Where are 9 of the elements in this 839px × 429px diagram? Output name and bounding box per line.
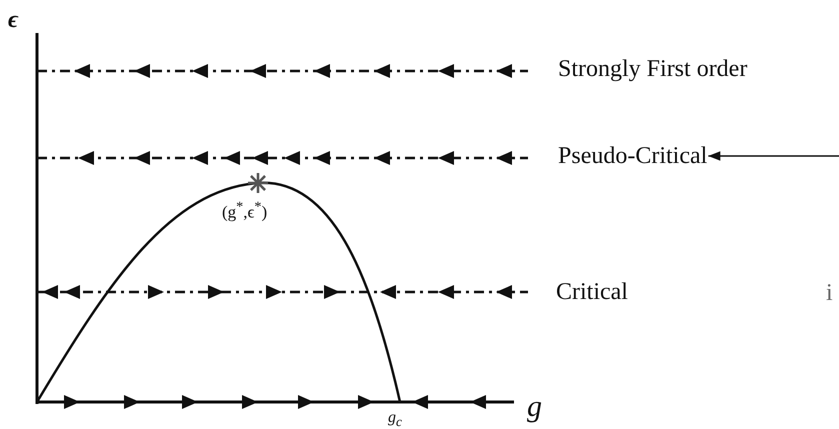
cut-off-text: i	[826, 281, 833, 305]
fixed-point-label: (g$^{*}$,ϵ$^{*}$)	[222, 200, 268, 221]
axis-tick-label: g$_{c}$	[388, 410, 402, 429]
axis-label: g	[527, 392, 542, 422]
arrow	[708, 151, 839, 161]
flow-label: Critical	[556, 280, 628, 304]
flow-label: Pseudo-Critical	[558, 144, 708, 168]
axis-label: ϵ	[8, 8, 18, 32]
flow-label: Strongly First order	[558, 57, 748, 81]
